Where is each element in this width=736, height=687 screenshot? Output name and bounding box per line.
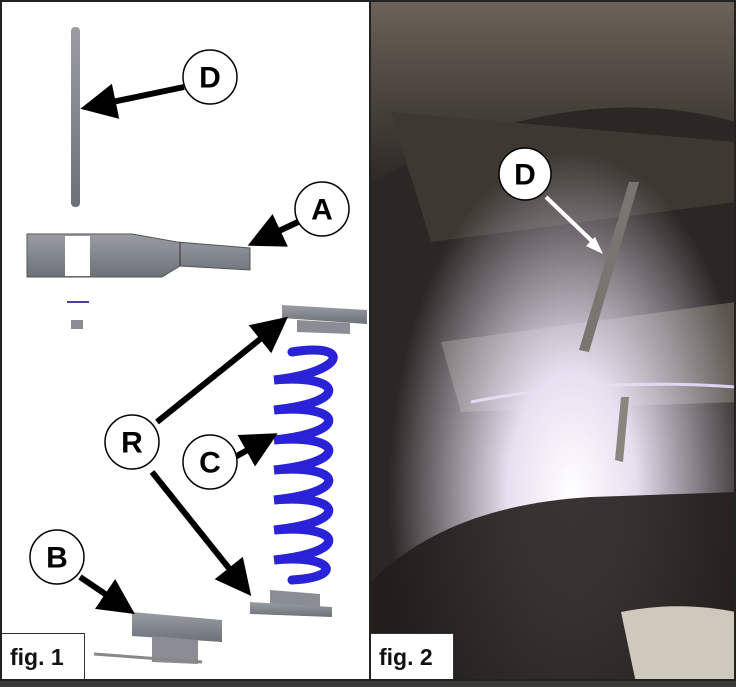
callout-arrows <box>78 83 300 615</box>
exploded-parts-diagram: D A R C B <box>26 27 367 664</box>
label-b: B <box>29 529 85 585</box>
pin-part <box>71 27 80 207</box>
figure-1-caption: fig. 1 <box>2 633 85 679</box>
label-c: C <box>182 434 238 490</box>
figure-2-caption: fig. 2 <box>371 633 454 679</box>
callout-arrow-d <box>544 195 598 247</box>
installation-photo: D <box>371 2 734 679</box>
label-r: R <box>104 414 160 470</box>
lower-spring-seat <box>250 590 332 617</box>
svg-text:D: D <box>199 62 221 95</box>
label-d: D <box>182 49 238 105</box>
bottom-strip <box>0 681 736 687</box>
svg-text:D: D <box>514 159 536 192</box>
upper-spring-seat <box>282 305 367 334</box>
label-a: A <box>294 181 350 237</box>
nut-part <box>71 320 83 329</box>
spacer-part <box>93 612 222 664</box>
pin-photo <box>579 182 639 462</box>
figure-2-panel: D fig. 2 <box>371 0 736 681</box>
bracket-part <box>26 233 251 278</box>
svg-text:B: B <box>46 542 68 575</box>
figure-1-panel: D A R C B fig. 1 <box>0 0 371 681</box>
coil-spring <box>273 345 338 585</box>
svg-text:A: A <box>311 194 333 227</box>
label-d-photo: D <box>498 147 552 201</box>
svg-text:R: R <box>121 427 143 460</box>
svg-text:C: C <box>199 447 221 480</box>
